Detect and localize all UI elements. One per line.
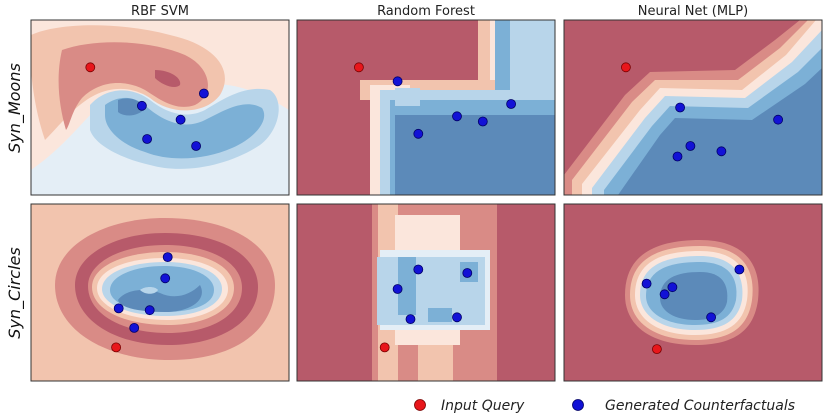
counterfactual-point: [113, 303, 124, 314]
panel-mlp-circles: [564, 204, 822, 381]
counterfactual-point: [160, 273, 171, 284]
counterfactual-point: [136, 100, 147, 111]
legend-marker-counterfactuals: [572, 399, 584, 411]
counterfactual-point: [452, 312, 462, 323]
counterfactual-point: [641, 278, 652, 289]
counterfactual-point: [734, 264, 745, 275]
counterfactual-point: [144, 305, 155, 316]
input-query-point: [652, 344, 662, 355]
region-blue-mid: [495, 20, 510, 105]
region-blue-light: [140, 287, 158, 294]
region-red-faint: [490, 20, 495, 100]
panel-svm-circles: [31, 204, 289, 381]
points-layer: [85, 62, 783, 355]
panel-frame: [296, 19, 556, 196]
counterfactual-point: [685, 141, 696, 151]
panel-mlp-moons: [564, 20, 822, 195]
region-blue-dark: [395, 115, 555, 195]
region-blue-light: [395, 88, 420, 106]
counterfactual-point: [506, 99, 517, 109]
legend-label-input-query: Input Query: [441, 398, 525, 414]
counterfactual-point: [405, 314, 416, 325]
input-query-point: [379, 342, 390, 353]
panel-rf-circles: [297, 204, 555, 381]
panel-svm-moons: [31, 20, 289, 195]
counterfactual-point: [716, 146, 727, 157]
panel-frame: [30, 203, 290, 382]
region-blue-dark: [118, 285, 202, 312]
counterfactual-point: [477, 116, 488, 127]
counterfactual-point: [191, 141, 202, 151]
counterfactual-point: [667, 282, 678, 293]
legend-marker-input-query: [414, 399, 426, 411]
region-red-mid: [58, 42, 208, 130]
counterfactual-point: [675, 102, 685, 113]
counterfactual-point: [129, 322, 140, 333]
region-red-dark: [155, 70, 181, 88]
counterfactual-point: [773, 114, 783, 125]
row-label: Syn_Circles: [5, 247, 25, 338]
row-label: Syn_Moons: [5, 63, 25, 153]
column-title: RBF SVM: [131, 4, 189, 19]
counterfactual-point: [392, 284, 403, 294]
legend: Input Query Generated Counterfactuals: [414, 398, 795, 414]
counterfactual-point: [162, 252, 173, 263]
region-blue-mid: [398, 257, 416, 315]
column-title: Random Forest: [377, 4, 475, 19]
region-blue-dark: [618, 68, 822, 195]
counterfactual-point: [142, 134, 153, 144]
region-blue-mid: [428, 308, 452, 322]
counterfactual-point: [659, 289, 670, 300]
input-query-point: [621, 62, 631, 73]
counterfactual-point: [175, 114, 186, 125]
legend-label-counterfactuals: Generated Counterfactuals: [605, 398, 795, 414]
counterfactual-point: [672, 151, 683, 162]
input-query-point: [111, 342, 121, 353]
panel-frame: [30, 19, 290, 196]
counterfactual-point: [198, 88, 209, 99]
region-blue-mid: [425, 100, 485, 115]
counterfactual-point: [392, 76, 403, 87]
column-title: Neural Net (MLP): [638, 4, 748, 19]
counterfactual-point: [413, 264, 424, 275]
input-query-point: [353, 62, 364, 73]
counterfactual-point: [462, 268, 473, 278]
counterfactual-point: [452, 111, 462, 122]
input-query-point: [85, 62, 96, 73]
panel-frame: [296, 203, 556, 382]
panel-frame: [563, 203, 823, 382]
counterfactual-point: [706, 312, 716, 323]
panel-rf-moons: [297, 20, 555, 195]
panel-frame: [563, 19, 823, 196]
counterfactual-point: [413, 128, 424, 139]
region-blue-dark: [660, 272, 728, 320]
